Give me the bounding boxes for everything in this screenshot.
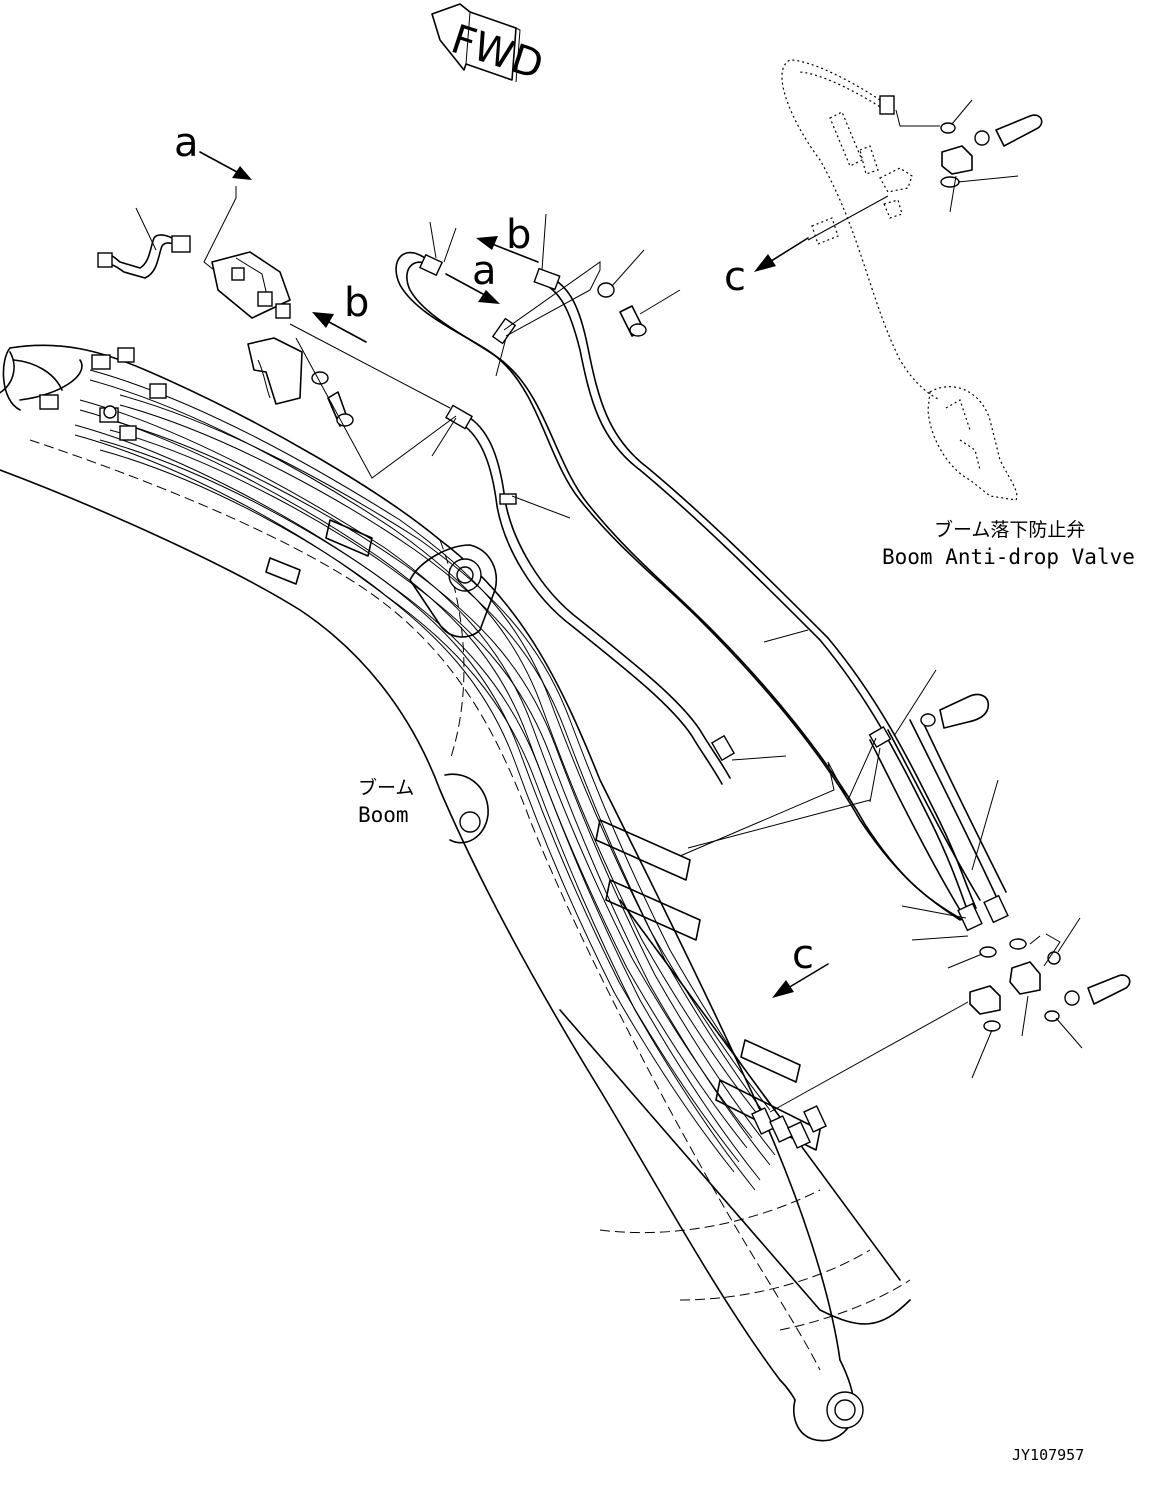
boom-hose-bundle bbox=[39, 347, 827, 1191]
drawing-id: JY107957 bbox=[1012, 1446, 1084, 1464]
boom-caption-en: Boom bbox=[358, 803, 409, 827]
detail-label-c-top: c bbox=[724, 254, 746, 300]
detail-label-b-left: b bbox=[344, 280, 369, 326]
fwd-label: FWD bbox=[446, 16, 549, 89]
boom-outline bbox=[0, 344, 911, 1442]
detail-label-c-bottom: c bbox=[792, 932, 814, 978]
boom-caption-ja: ブーム bbox=[358, 776, 414, 799]
lower-right-fittings bbox=[969, 938, 1131, 1032]
leader-lines bbox=[135, 99, 1083, 1113]
fwd-arrow-icon bbox=[431, 3, 521, 83]
detail-label-b-mid: b bbox=[506, 212, 531, 258]
valve-caption-ja: ブーム落下防止弁 bbox=[934, 518, 1085, 541]
detail-arrows bbox=[199, 151, 829, 998]
valve-caption-en: Boom Anti-drop Valve bbox=[882, 545, 1135, 569]
detail-label-a-left: a bbox=[174, 120, 199, 166]
middle-hoses bbox=[395, 251, 1009, 932]
boom-anti-drop-valve-assembly bbox=[781, 59, 1043, 501]
detail-label-a-mid: a bbox=[472, 248, 497, 294]
left-valve-assembly bbox=[97, 234, 354, 427]
